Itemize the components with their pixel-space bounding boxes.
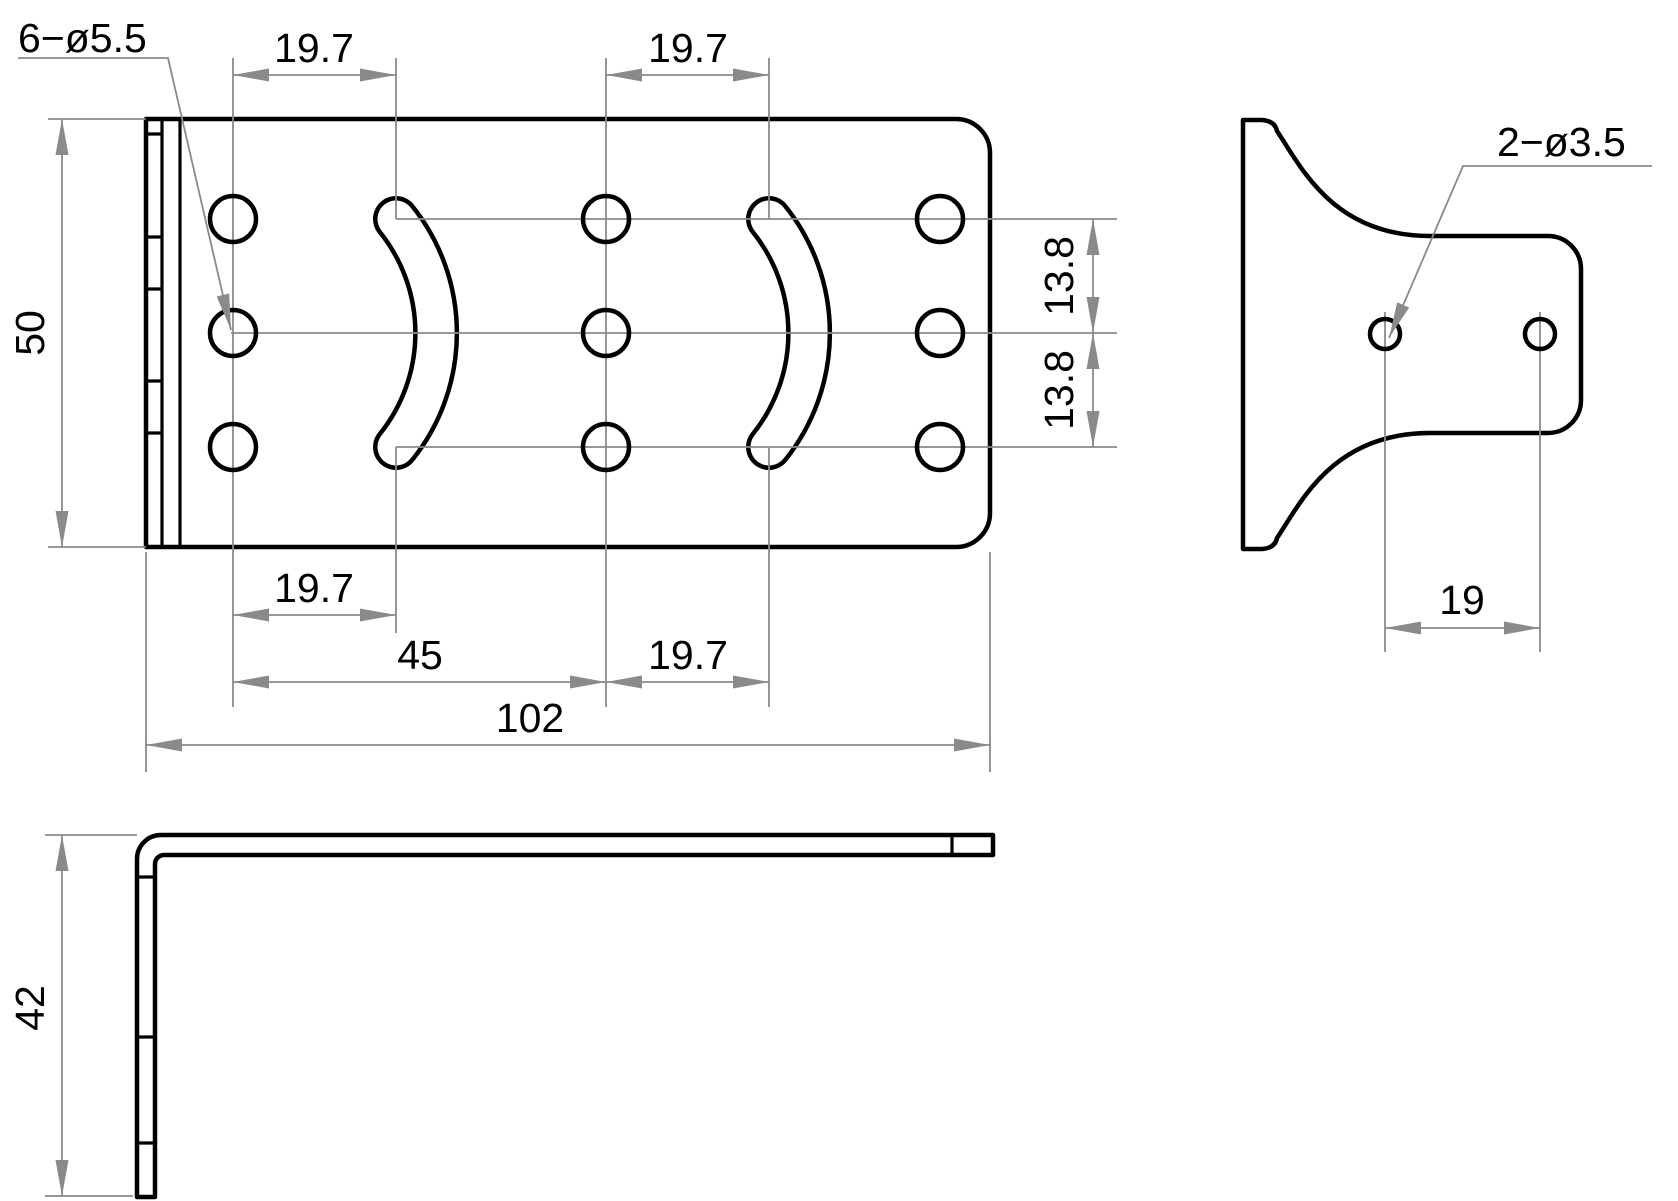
profile-view: 42 [7,832,996,1200]
row-centerlines [231,218,1117,448]
hole-callout-label: 6−ø5.5 [18,15,147,61]
end-hole-centerlines [1384,312,1541,652]
dim-leg-height: 42 [7,985,53,1031]
bolt-hole-r3c2 [580,421,632,473]
end-hole-callout-leader [1388,165,1652,339]
bolt-hole-r1c1 [207,193,259,245]
front-dimension-lines [61,74,1094,746]
dim-bottom-pitch-left: 19.7 [274,565,354,611]
end-view-outline [1240,117,1584,552]
dim-end-hole-pitch: 19 [1439,577,1485,623]
small-hole-right [1522,316,1558,352]
profile-tick-marks [137,836,954,1145]
dim-bottom-span: 45 [397,632,443,678]
bend-tick-marks [146,132,162,435]
dim-row-pitch-lower: 13.8 [1036,350,1082,430]
front-dimension-arrowheads [55,68,1100,752]
bolt-hole-r2c1 [207,307,259,359]
bolt-hole-r3c1 [207,421,259,473]
dim-bottom-pitch-right: 19.7 [648,632,728,678]
dim-plate-height: 50 [7,310,53,356]
profile-outline [134,832,996,1200]
bolt-hole-r3c3 [914,421,966,473]
bolt-hole-r1c2 [580,193,632,245]
end-view: 2−ø3.5 19 [1240,117,1652,652]
bolt-hole-r2c2 [580,307,632,359]
dim-row-pitch-upper: 13.8 [1036,236,1082,316]
extension-lines [48,58,991,772]
dim-top-pitch-left: 19.7 [274,25,354,71]
end-hole-callout-label: 2−ø3.5 [1497,119,1626,165]
front-view: 6−ø5.5 19.7 19.7 50 13.8 13.8 19.7 45 19… [7,15,1117,772]
small-hole-left [1367,316,1403,352]
bolt-hole-r1c3 [914,193,966,245]
column-centerlines [232,58,607,707]
profile-extension-lines [45,834,137,1197]
hole-callout-leader [18,57,232,331]
bolt-hole-r2c3 [914,307,966,359]
front-plate-outline [143,116,993,550]
dim-overall-width: 102 [496,695,564,741]
dim-top-pitch-right: 19.7 [648,25,728,71]
